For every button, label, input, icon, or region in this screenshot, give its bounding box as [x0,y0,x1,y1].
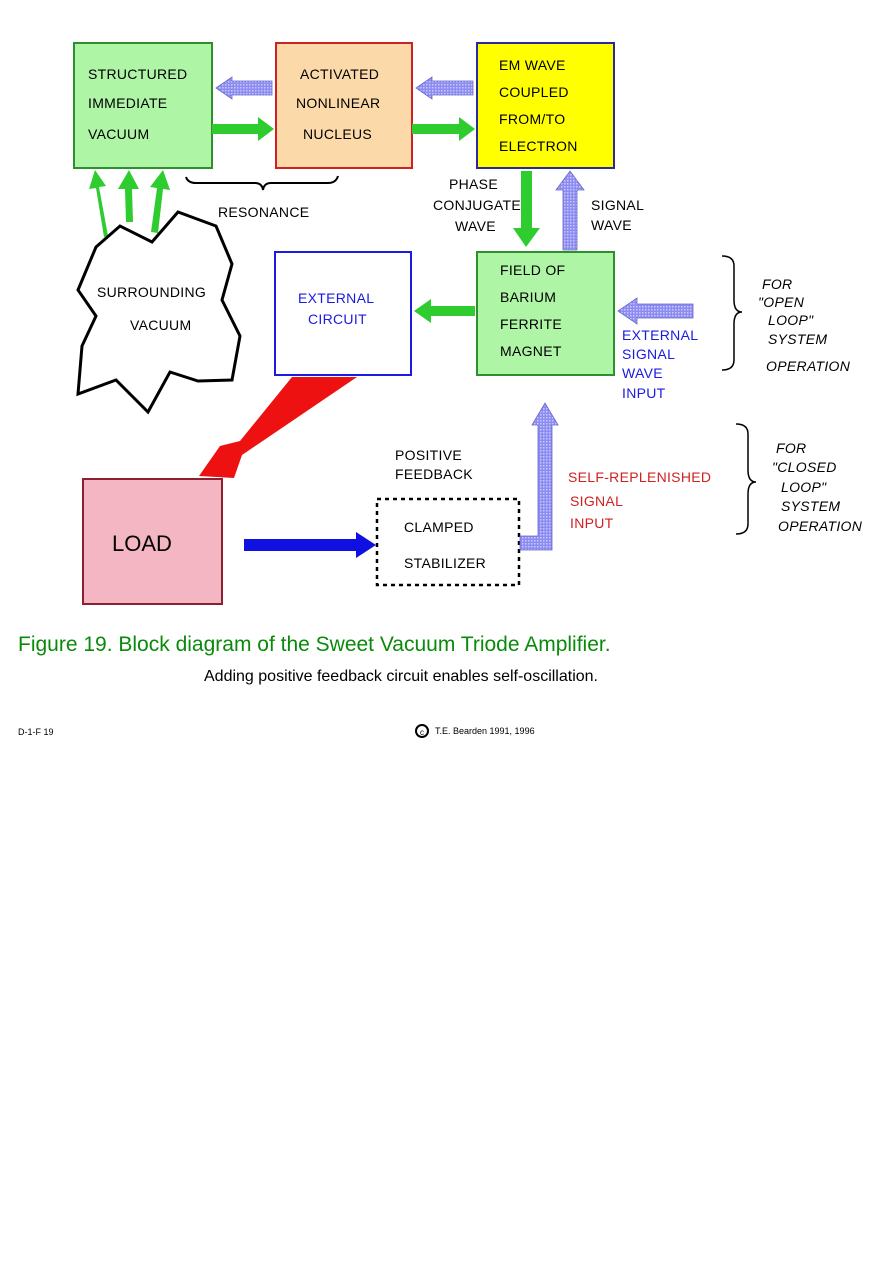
resonance-label: RESONANCE [218,204,309,220]
signal-wave-line-1: SIGNAL [591,197,644,213]
open-loop-line-5: OPERATION [766,358,851,374]
self-replenished-arrow [519,402,559,551]
closed-loop-line-2: "CLOSED [772,459,837,475]
barium-ferrite-line-3: FERRITE [500,316,562,332]
activated-nucleus-block: ACTIVATED NONLINEAR NUCLEUS [275,42,413,169]
structured-vacuum-block: STRUCTURED IMMEDIATE VACUUM [73,42,213,169]
external-signal-line-1: EXTERNAL [622,327,698,343]
load-block: LOAD [82,478,223,605]
resonance-brace [185,175,339,191]
structured-vacuum-line-1: STRUCTURED [88,66,187,82]
em-wave-line-2: COUPLED [499,84,569,100]
copyright-text: T.E. Bearden 1991, 1996 [435,726,535,736]
em-wave-line-1: EM WAVE [499,57,566,73]
open-loop-brace [721,255,743,371]
signal-wave-arrow [555,170,585,251]
arrow-circuit-to-load [199,377,357,478]
barium-ferrite-line-2: BARIUM [500,289,556,305]
arrows-cloud-to-vacuum [89,170,170,237]
signal-wave-line-2: WAVE [591,217,632,233]
feedback-arrow-nucleus-to-vacuum [215,76,273,100]
phase-conjugate-arrow [513,171,540,247]
figure-subcaption: Adding positive feedback circuit enables… [204,668,598,685]
closed-loop-line-4: SYSTEM [781,498,840,514]
open-loop-line-3: LOOP" [768,312,814,328]
open-loop-line-2: "OPEN [758,294,805,310]
phase-conjugate-line-2: CONJUGATE [433,197,521,213]
external-signal-input-arrow [617,297,694,325]
open-loop-line-1: FOR [762,276,792,292]
figure-id: D-1-F 19 [18,727,54,737]
arrow-load-to-stabilizer [244,532,376,558]
self-replenished-line-2: SIGNAL [570,493,623,509]
feedback-arrow-em-to-nucleus [415,76,474,100]
positive-feedback-line-2: FEEDBACK [395,466,473,482]
block-diagram: STRUCTURED IMMEDIATE VACUUM ACTIVATED NO… [73,42,863,605]
activated-nucleus-line-3: NUCLEUS [303,126,372,142]
closed-loop-line-5: OPERATION [778,518,863,534]
external-circuit-line-2: CIRCUIT [308,311,367,327]
surrounding-vacuum-cloud: SURROUNDING VACUUM [76,210,242,415]
copyright-icon: c [415,724,429,738]
arrow-vacuum-to-nucleus [212,117,274,141]
surrounding-vacuum-line-2: VACUUM [130,317,191,333]
arrow-nucleus-to-em [412,117,475,141]
structured-vacuum-line-2: IMMEDIATE [88,95,167,111]
phase-conjugate-line-1: PHASE [449,176,498,192]
phase-conjugate-line-3: WAVE [455,218,496,234]
activated-nucleus-line-1: ACTIVATED [300,66,379,82]
figure-caption: Figure 19. Block diagram of the Sweet Va… [18,633,611,656]
closed-loop-line-3: LOOP" [781,479,827,495]
copyright-notice: c T.E. Bearden 1991, 1996 [415,724,535,738]
external-signal-line-2: SIGNAL [622,346,675,362]
positive-feedback-line-1: POSITIVE [395,447,462,463]
closed-loop-line-1: FOR [776,440,806,456]
barium-ferrite-line-1: FIELD OF [500,262,565,278]
arrow-magnet-to-circuit [414,299,475,323]
external-circuit-block: EXTERNAL CIRCUIT [274,251,412,376]
self-replenished-line-1: SELF-REPLENISHED [568,469,711,485]
self-replenished-line-3: INPUT [570,515,614,531]
barium-ferrite-line-4: MAGNET [500,343,562,359]
external-signal-line-3: WAVE [622,365,663,381]
structured-vacuum-line-3: VACUUM [88,126,149,142]
activated-nucleus-line-2: NONLINEAR [296,95,380,111]
barium-ferrite-block: FIELD OF BARIUM FERRITE MAGNET [476,251,615,376]
external-circuit-line-1: EXTERNAL [298,290,374,306]
open-loop-line-4: SYSTEM [768,331,827,347]
clamped-stabilizer-line-1: CLAMPED [404,519,474,535]
em-wave-line-3: FROM/TO [499,111,565,127]
load-label: LOAD [112,531,172,556]
external-signal-line-4: INPUT [622,385,666,401]
em-wave-line-4: ELECTRON [499,138,578,154]
surrounding-vacuum-line-1: SURROUNDING [97,284,206,300]
clamped-stabilizer-line-2: STABILIZER [404,555,486,571]
clamped-stabilizer-block: CLAMPED STABILIZER [375,497,521,587]
em-wave-block: EM WAVE COUPLED FROM/TO ELECTRON [476,42,615,169]
closed-loop-brace [735,423,757,535]
